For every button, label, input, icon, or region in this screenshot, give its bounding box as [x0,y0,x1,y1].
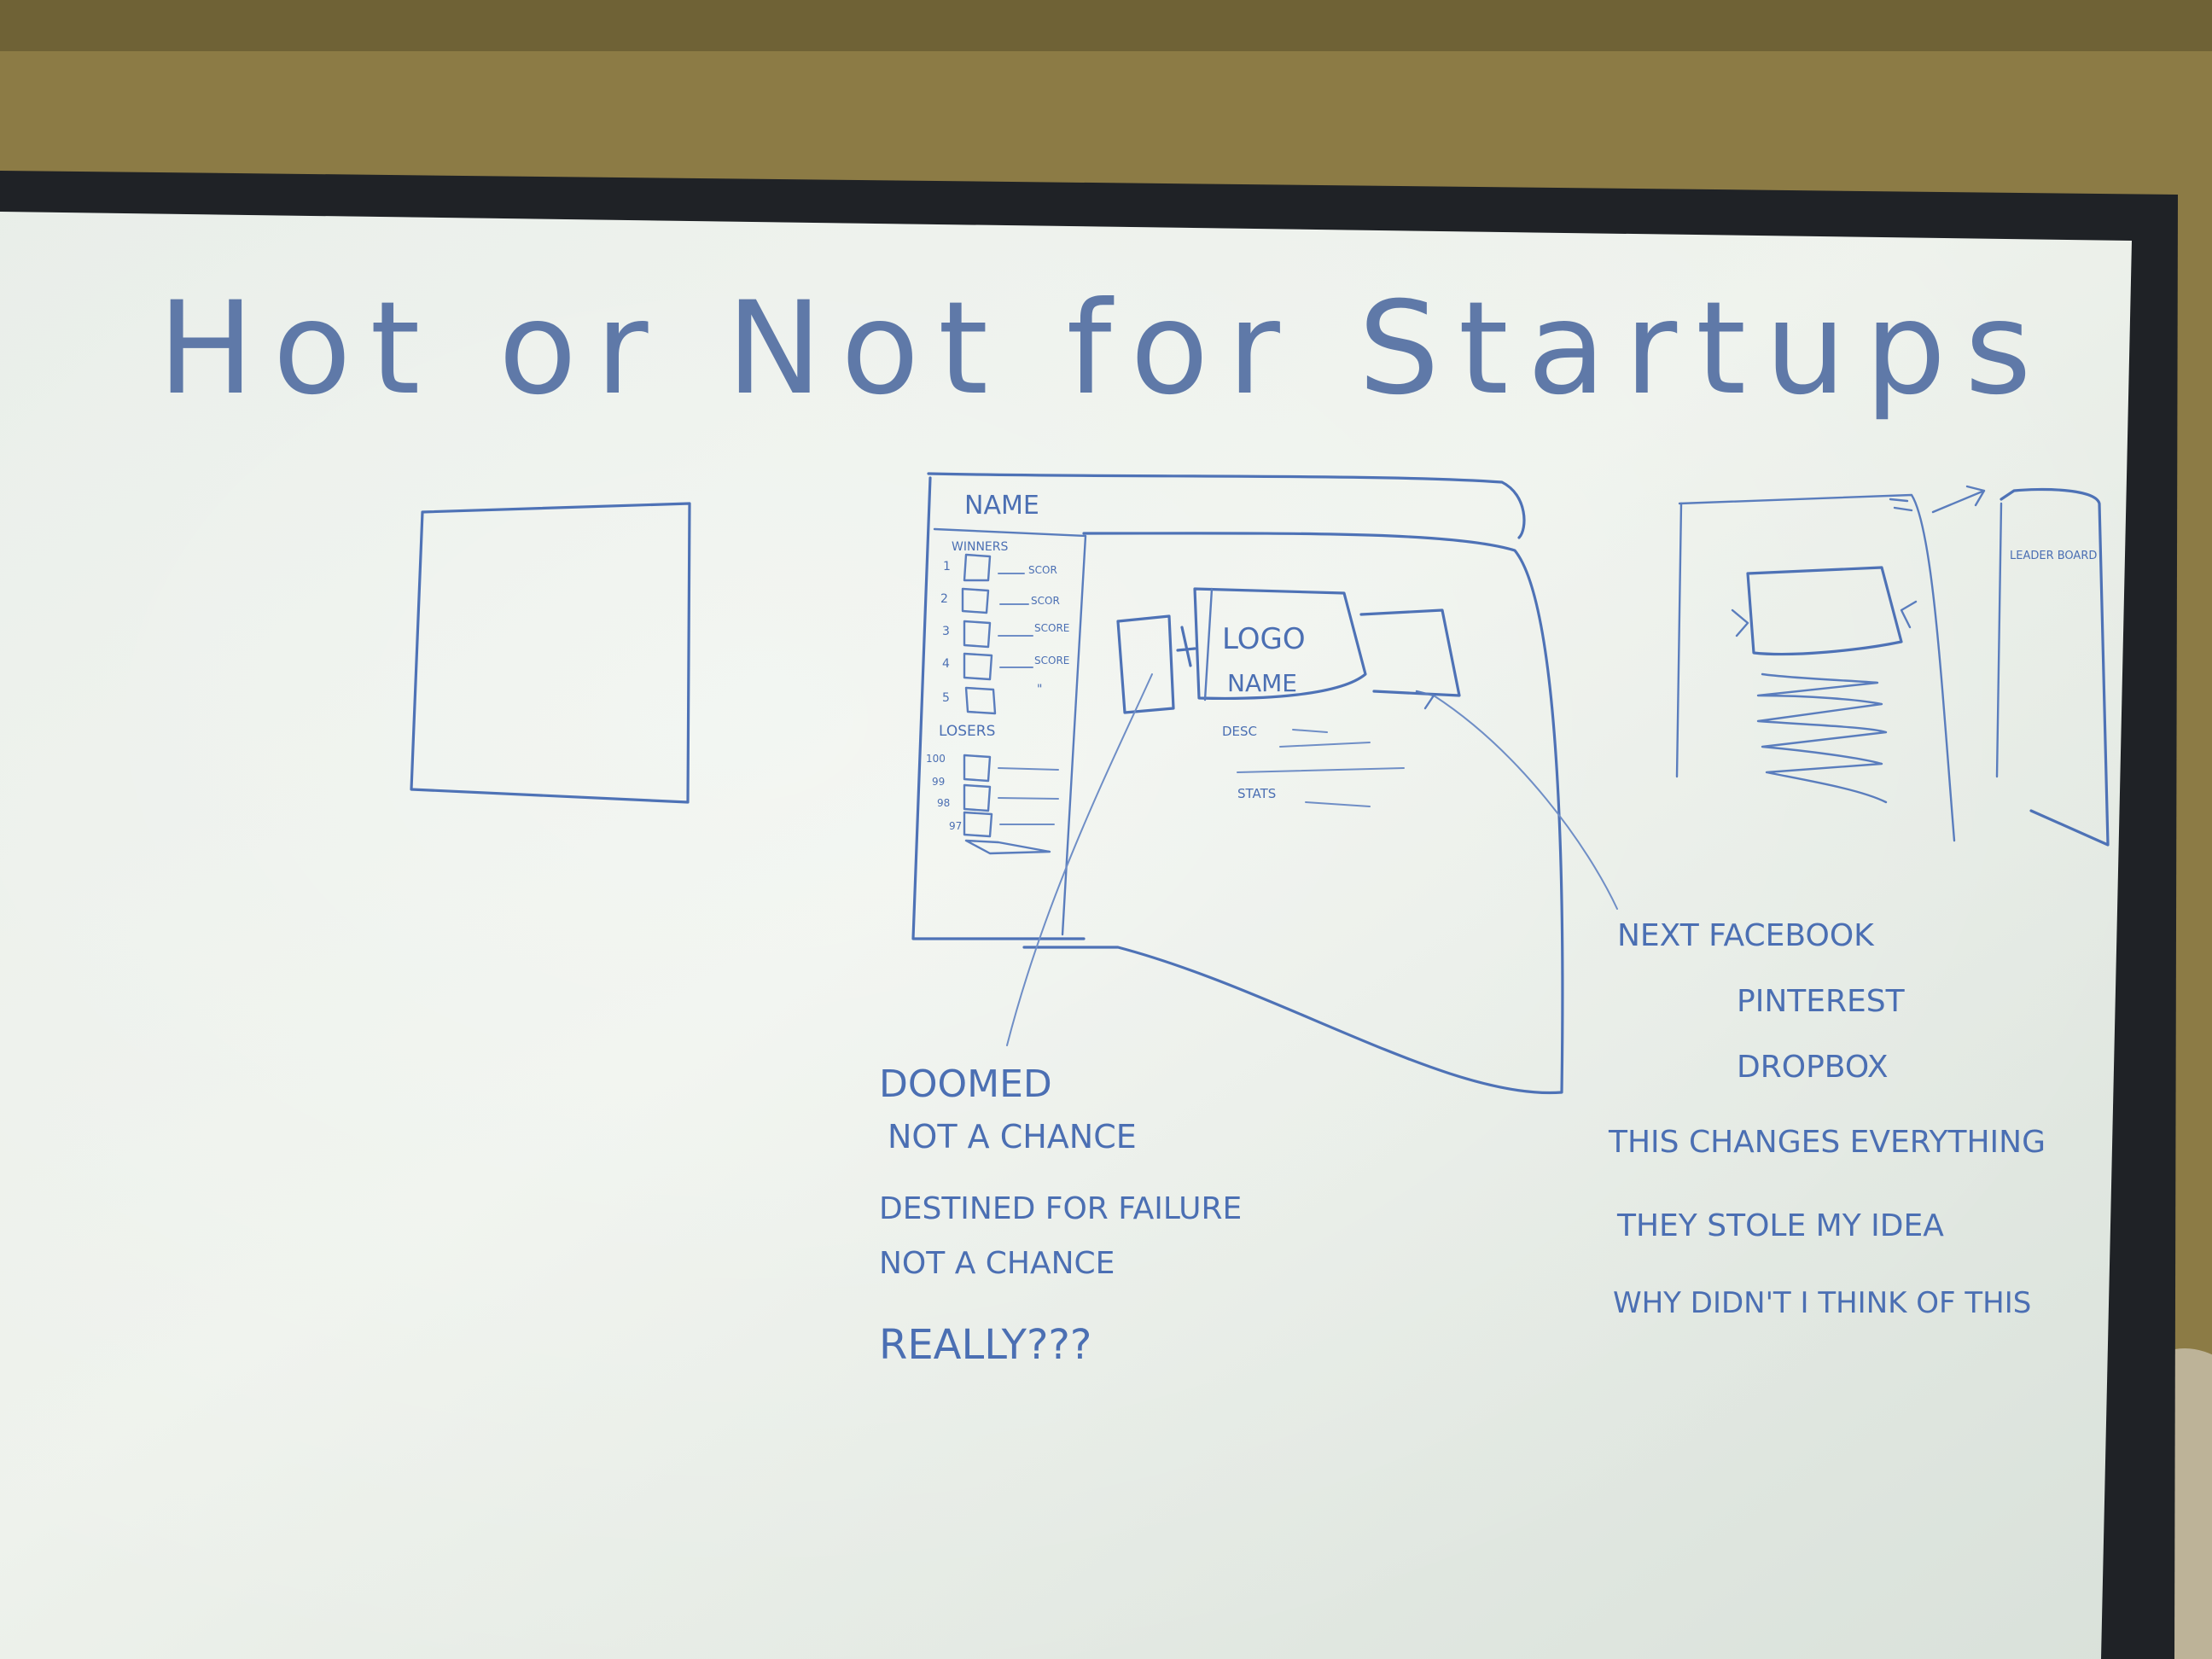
svg-text:99: 99 [932,776,945,788]
svg-text:SCORE: SCORE [1034,655,1069,667]
negative-note-5: REALLY??? [879,1321,1091,1369]
mockup-loser-ranks: 100 99 98 97 [926,753,962,832]
svg-text:100: 100 [926,753,946,765]
mockup-stats-label: STATS [1237,786,1276,801]
negative-note-2: NOT A CHANCE [888,1118,1137,1155]
right-sketch-leaderboard-label: LEADER BOARD [2010,550,2097,562]
negative-notes-list: DOOMED NOT A CHANCE DESTINED FOR FAILURE… [879,1062,1242,1369]
positive-note-5: THEY STOLE MY IDEA [1616,1208,1944,1243]
board-title: Hot or Not for Startups [158,275,2050,423]
svg-text:SCOR: SCOR [1031,595,1060,607]
mockup-winner-ranks: 1 2 3 4 5 [940,560,951,705]
positive-note-6: WHY DIDN'T I THINK OF THIS [1613,1286,2031,1320]
positive-note-1: NEXT FACEBOOK [1617,918,1875,953]
svg-text:5: 5 [942,691,950,705]
negative-note-1: DOOMED [879,1062,1052,1106]
mockup-desc-label: DESC [1222,724,1257,739]
svg-text:1: 1 [943,560,951,573]
positive-notes-list: NEXT FACEBOOK PINTEREST DROPBOX THIS CHA… [1608,918,2046,1320]
blank-square-sketch [410,502,691,804]
mockup-logo-label: LOGO [1222,622,1306,656]
svg-text:3: 3 [942,625,950,638]
positive-note-3: DROPBOX [1737,1050,1889,1085]
mockup-winner-scores: SCOR SCOR SCORE SCORE " [1028,564,1069,696]
mockup-name-label: NAME [964,491,1039,521]
svg-text:2: 2 [940,592,948,606]
svg-text:4: 4 [942,657,950,671]
positive-note-2: PINTEREST [1737,984,1906,1019]
mockup-startup-name: NAME [1227,669,1297,697]
svg-text:SCOR: SCOR [1028,564,1057,576]
svg-text:98: 98 [937,797,950,809]
svg-text:": " [1037,683,1042,696]
negative-note-3: DESTINED FOR FAILURE [879,1191,1242,1226]
svg-text:97: 97 [949,820,962,832]
center-mockup-sketch [911,472,1618,1095]
right-mockup-sketch [1675,485,2110,847]
mockup-winners-label: WINNERS [952,540,1008,554]
svg-text:SCORE: SCORE [1034,622,1069,634]
mockup-losers-label: LOSERS [939,723,995,740]
positive-note-4: THIS CHANGES EVERYTHING [1608,1125,2046,1160]
negative-note-4: NOT A CHANCE [879,1246,1115,1281]
